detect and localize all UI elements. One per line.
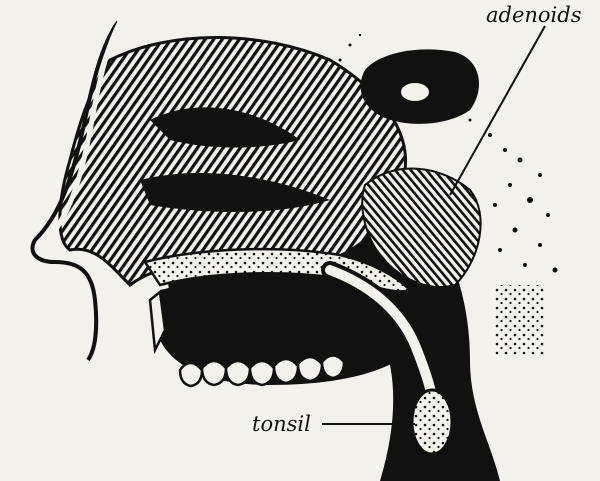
adenoids-leader-line bbox=[449, 25, 546, 196]
mouth-cavity bbox=[160, 278, 406, 385]
tonsil-tissue bbox=[410, 388, 454, 456]
nasal-cavity bbox=[58, 36, 408, 287]
adenoids-label: adenoids bbox=[486, 3, 582, 27]
stipple-patch bbox=[495, 285, 545, 355]
adenoids-tissue bbox=[361, 167, 482, 288]
lower-concha bbox=[140, 172, 330, 212]
stipple-dots bbox=[338, 33, 558, 273]
soft-palate bbox=[325, 265, 437, 403]
upper-concha bbox=[150, 107, 300, 148]
tonsil-label: tonsil bbox=[252, 412, 311, 436]
hard-palate bbox=[142, 247, 413, 293]
front-tooth bbox=[148, 289, 167, 355]
teeth bbox=[178, 354, 346, 388]
